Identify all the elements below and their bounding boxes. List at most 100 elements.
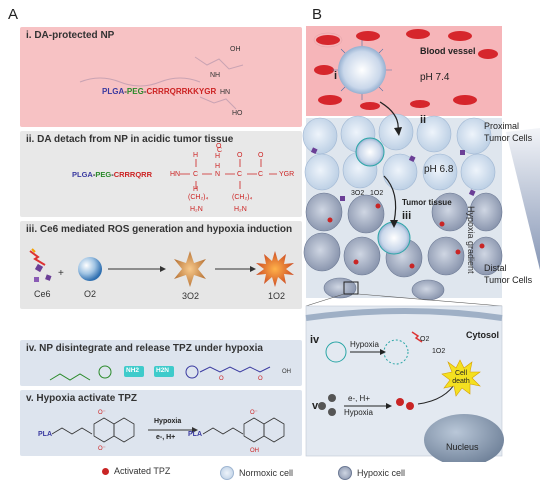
svg-text:(CH₂)₄: (CH₂)₄ <box>232 194 252 201</box>
svg-text:HO: HO <box>232 110 243 117</box>
legend-normoxic-label: Normoxic cell <box>239 468 294 478</box>
svg-text:(CH₂)₄: (CH₂)₄ <box>188 194 208 201</box>
activated-tpz-swatch-icon <box>102 467 109 475</box>
svg-text:H₂N: H₂N <box>190 206 203 213</box>
panel-b-letter: B <box>312 6 323 23</box>
singlet-cyto-label: 1O2 <box>432 348 446 355</box>
peptide-label-2: CRRRQRR <box>113 170 153 179</box>
step-i-label: i <box>334 70 338 82</box>
singlet-label: 1O2 <box>268 291 286 301</box>
step-ii-label: ii <box>420 114 427 126</box>
plga-label-2: PLGA <box>72 170 93 179</box>
ph-tissue-label: pH 6.8 <box>424 164 454 175</box>
svg-text:YGR: YGR <box>279 171 294 178</box>
panel-a-letter: A <box>8 6 19 23</box>
hypoxia-gradient-triangle <box>506 128 540 270</box>
cytosol-label: Cytosol <box>466 330 500 340</box>
o2-cyto-label: O2 <box>420 336 430 343</box>
svg-text:O: O <box>216 143 222 150</box>
svg-text:OH: OH <box>282 369 291 375</box>
box5-chemistry: O⁻ O⁻ O⁻ OH <box>51 410 285 454</box>
triplet-label: 3O2 <box>182 291 200 301</box>
np-tissue-1 <box>355 137 385 167</box>
svg-text:H: H <box>215 163 220 170</box>
svg-text:HN: HN <box>170 171 180 178</box>
cell-death-label: Cell death <box>452 370 470 385</box>
box-da-detach: ii. DA detach from NP in acidic tumor ti… <box>20 131 302 217</box>
nh2-a: NH2 <box>126 367 140 374</box>
plga-label: PLGA <box>102 87 125 96</box>
svg-text:N: N <box>215 171 220 178</box>
pla-left-label: PLA <box>38 431 52 438</box>
peg-label: PEG <box>126 87 144 96</box>
svg-text:O: O <box>237 152 243 159</box>
svg-text:O: O <box>258 152 264 159</box>
svg-text:O⁻: O⁻ <box>98 446 106 452</box>
svg-text:O⁻: O⁻ <box>98 410 106 416</box>
box5-title: v. Hypoxia activate TPZ <box>26 393 137 404</box>
pla-right-label: PLA <box>188 431 202 438</box>
legend-hypoxic-label: Hypoxic cell <box>357 468 406 478</box>
hypoxia-gradient-label: Hypoxia gradient <box>466 206 476 274</box>
o2-sphere-icon <box>78 257 102 281</box>
legend-normoxic: Normoxic cell <box>220 466 293 480</box>
ce6-label: Ce6 <box>34 289 51 299</box>
nh2-b: H2N <box>156 367 170 374</box>
box1-chain: PLGA-PEG-CRRRQRRKKYGR <box>102 87 217 96</box>
singlet-tissue-label: 1O2 <box>370 190 384 197</box>
triplet-oxygen-icon <box>174 251 206 287</box>
svg-text:H: H <box>193 186 198 193</box>
svg-text:O⁻: O⁻ <box>250 410 258 416</box>
red-blood-cells <box>314 29 498 110</box>
eh-v-label: e-, H+ <box>348 394 371 403</box>
proximal-label: Proximal Tumor Cells <box>484 121 533 143</box>
blood-vessel-label: Blood vessel <box>420 46 476 56</box>
svg-text:HN: HN <box>220 89 230 96</box>
hypoxia-v-label: Hypoxia <box>344 408 373 417</box>
legend-hypoxic: Hypoxic cell <box>338 466 405 480</box>
step-v-label: v <box>312 400 319 412</box>
hypoxia-iv-label: Hypoxia <box>350 340 379 349</box>
singlet-oxygen-icon <box>256 251 294 287</box>
eh-arrow-label: e-, H+ <box>156 434 176 441</box>
distal-label: Distal Tumor Cells <box>484 263 533 285</box>
zoom-box <box>343 281 359 295</box>
box-ce6-ros: iii. Ce6 mediated ROS generation and hyp… <box>20 221 302 309</box>
svg-text:O: O <box>258 376 263 382</box>
box2-title: ii. DA detach from NP in acidic tumor ti… <box>26 134 234 145</box>
peptide-label: CRRRQRRKKYGR <box>146 87 217 96</box>
ph-blood-label: pH 7.4 <box>420 72 450 83</box>
box4-chemistry: O O OH <box>49 365 291 382</box>
np-blood <box>338 46 386 94</box>
legend-activated-label: Activated TPZ <box>114 466 171 476</box>
box2-chain: PLGA-PEG-CRRRQRR <box>72 170 153 179</box>
peg-label-2: PEG <box>95 170 112 179</box>
svg-text:H: H <box>193 152 198 159</box>
svg-text:H: H <box>215 153 220 160</box>
svg-text:O: O <box>219 376 224 382</box>
hypoxic-swatch-icon <box>338 466 352 480</box>
tumor-tissue-label: Tumor tissue <box>402 198 452 207</box>
box1-title: i. DA-protected NP <box>26 30 115 41</box>
step-iii-label: iii <box>402 210 412 222</box>
ce6-icon <box>29 248 52 282</box>
svg-text:OH: OH <box>230 46 241 53</box>
box1-chemistry: NH HN OH HO <box>79 46 244 117</box>
box-np-disintegrate: iv. NP disintegrate and release TPZ unde… <box>20 340 302 386</box>
cell-death-burst-icon <box>441 359 481 397</box>
nucleus-label: Nucleus <box>446 442 479 452</box>
triplet-tissue-label: 3O2 <box>351 190 365 197</box>
box-da-protected-np: i. DA-protected NP NH HN OH HO PLGA-PEG-… <box>20 27 302 127</box>
hypoxia-arrow-label: Hypoxia <box>154 418 182 425</box>
legend-activated-tpz: Activated TPZ <box>102 466 170 476</box>
svg-text:+: + <box>58 268 64 279</box>
svg-text:C: C <box>258 171 263 178</box>
box3-diagram: + <box>29 248 294 287</box>
box4-title: iv. NP disintegrate and release TPZ unde… <box>26 343 263 354</box>
step-iv-label: iv <box>310 334 320 346</box>
svg-text:H₂N: H₂N <box>234 206 247 213</box>
svg-text:C: C <box>193 171 198 178</box>
nucleus-shape <box>424 414 504 462</box>
svg-text:C: C <box>217 147 222 154</box>
svg-text:OH: OH <box>250 448 259 454</box>
